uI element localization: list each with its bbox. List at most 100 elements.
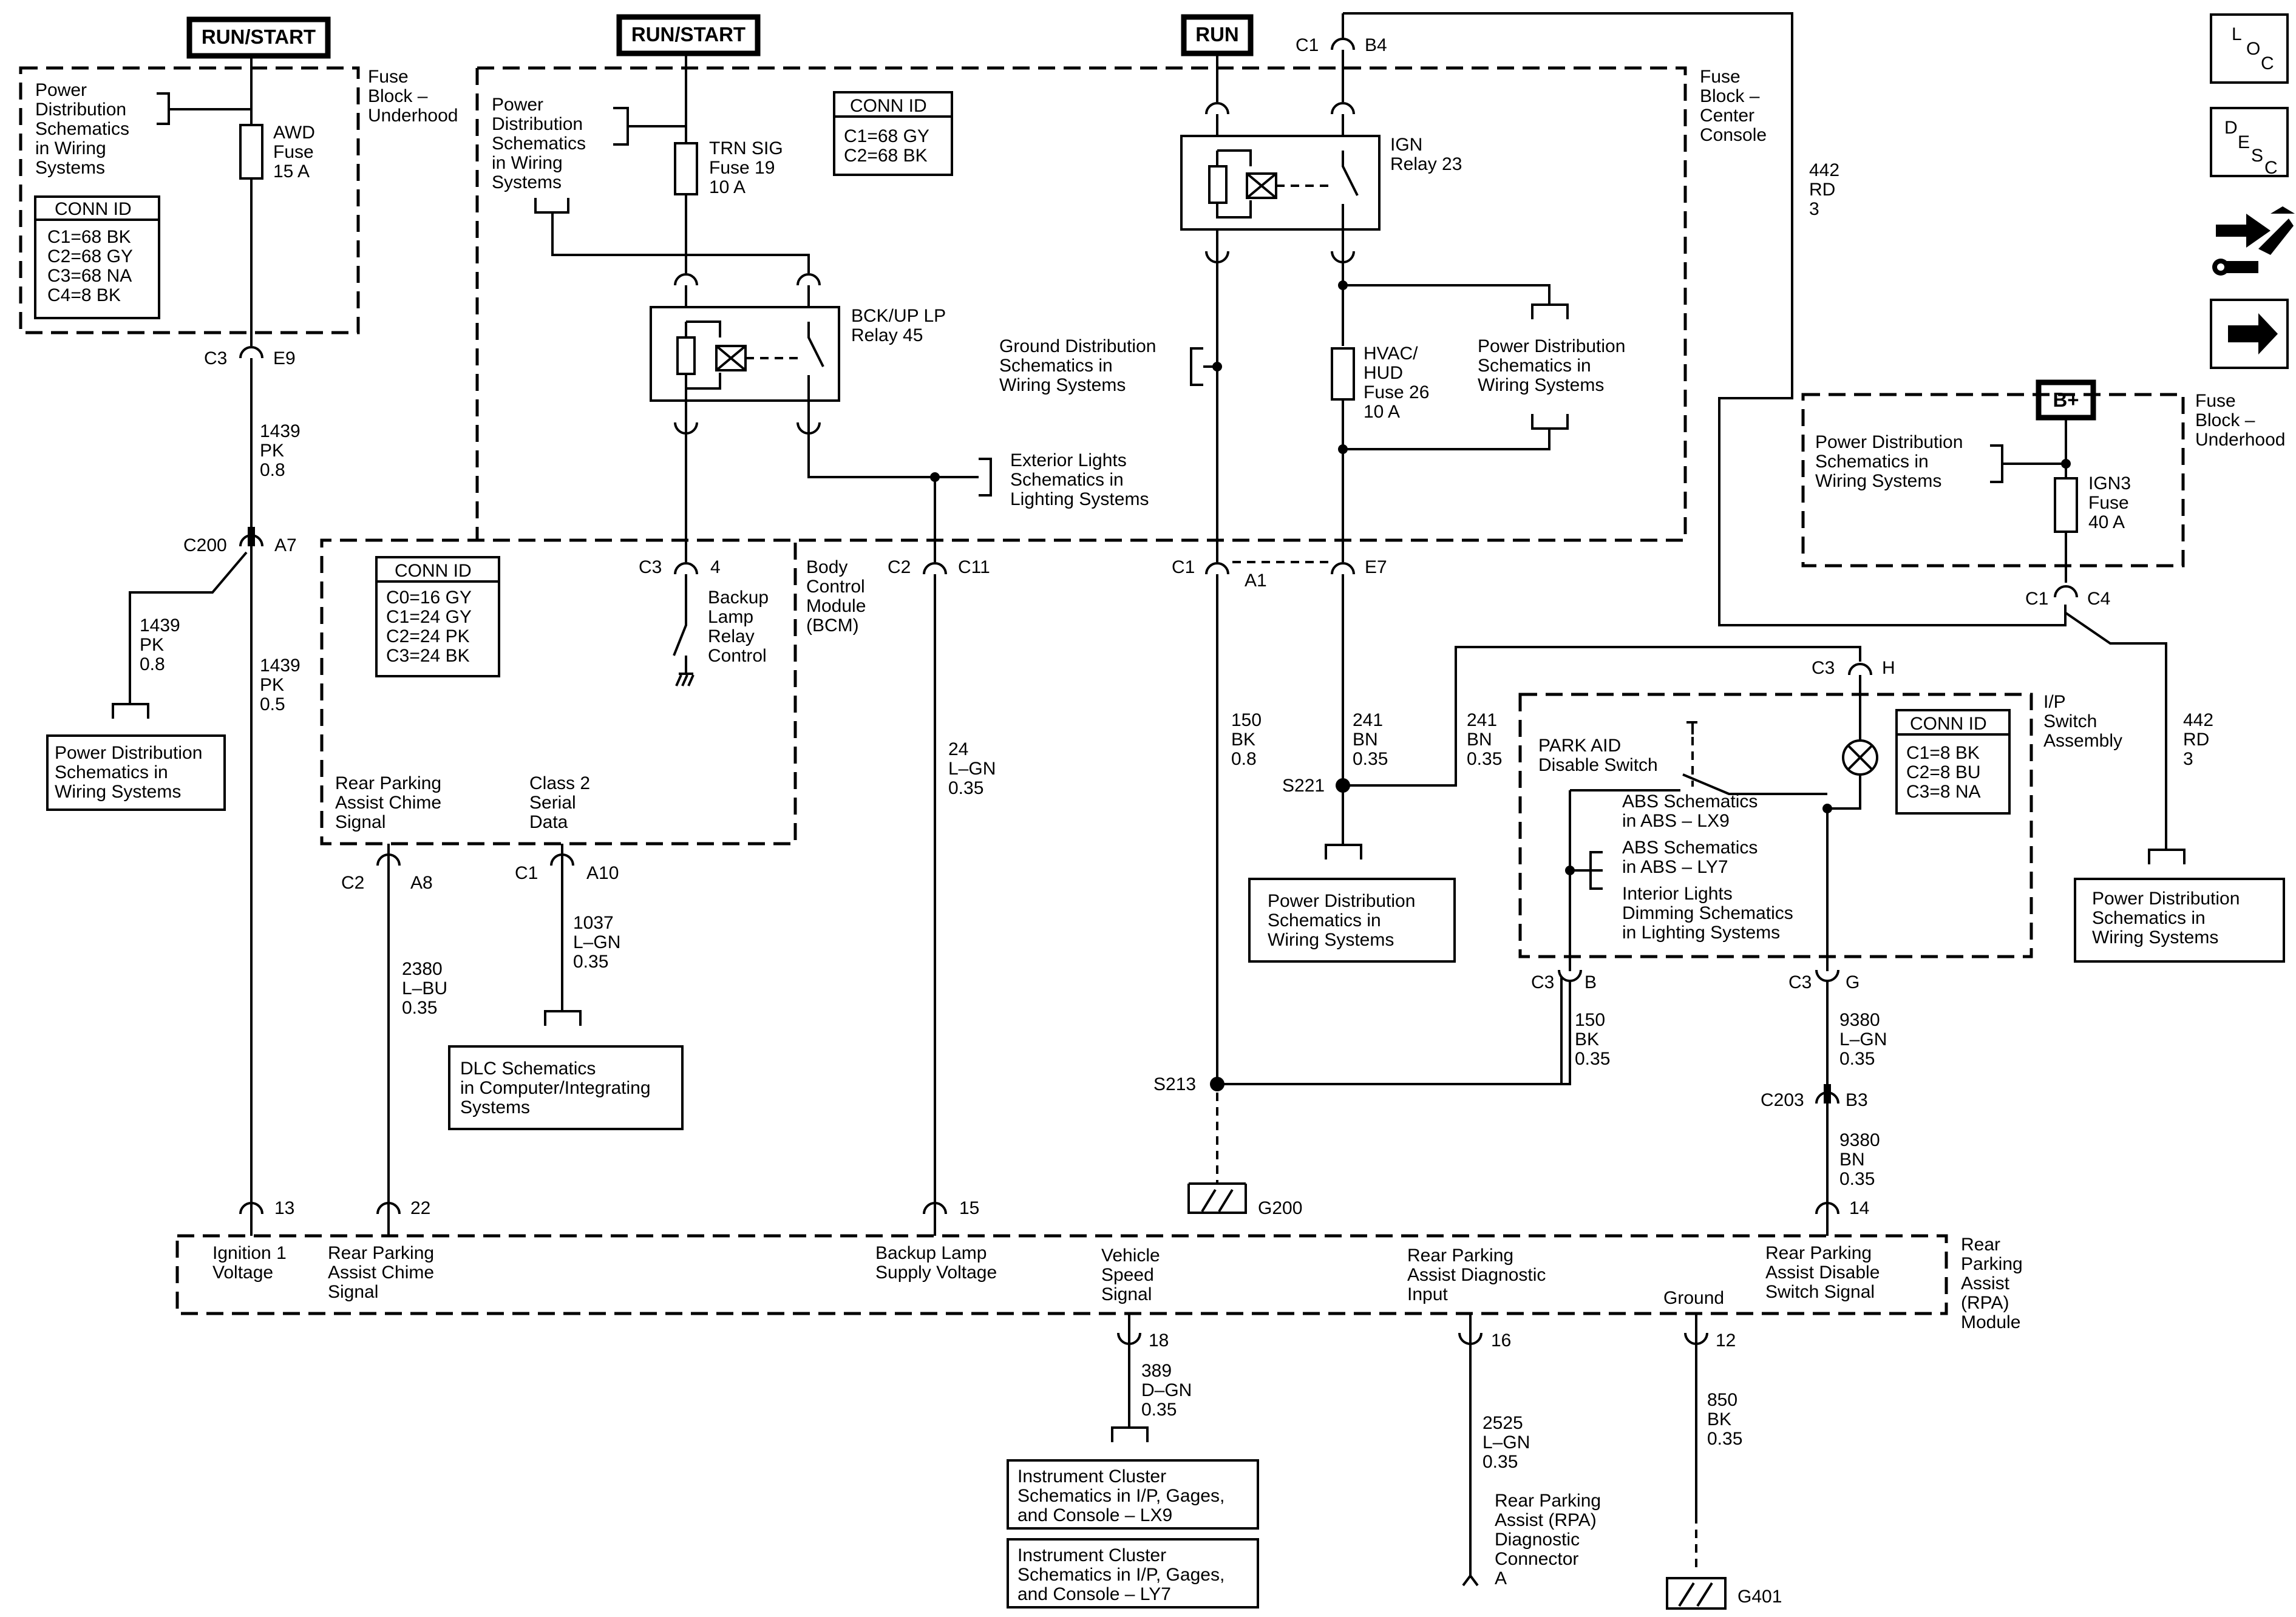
svg-text:24: 24 — [948, 739, 968, 759]
svg-text:A: A — [1495, 1568, 1507, 1588]
exterior-lights-ref[interactable]: Exterior Lights Schematics in Lighting S… — [935, 450, 1149, 509]
rpa-diagnostic-connector: Rear Parking Assist (RPA) Diagnostic Con… — [1495, 1491, 1601, 1588]
svg-text:389: 389 — [1141, 1361, 1172, 1381]
svg-text:DLC Schematics: DLC Schematics — [460, 1059, 596, 1079]
svg-text:S: S — [2251, 146, 2263, 166]
loc-button[interactable]: L O C — [2210, 13, 2289, 84]
wire-label-150-08: 150 BK 0.8 — [1231, 710, 1262, 769]
power-dist-ref-underhood-right[interactable]: Power Distribution Schematics in Wiring … — [1815, 432, 2066, 491]
svg-text:9380: 9380 — [1839, 1010, 1880, 1030]
power-dist-ref-center[interactable]: Power Distribution Schematics in Wiring … — [492, 95, 686, 214]
instrument-cluster-ly7-ref[interactable]: Instrument Cluster Schematics in I/P, Ga… — [1007, 1538, 1259, 1609]
svg-text:Systems: Systems — [35, 158, 105, 178]
svg-text:CONN ID: CONN ID — [55, 199, 132, 219]
svg-text:Rear Parking: Rear Parking — [1495, 1491, 1601, 1511]
svg-text:Distribution: Distribution — [35, 100, 126, 120]
interior-lights-ref[interactable]: Interior Lights Dimming Schematics in Li… — [1622, 884, 1793, 943]
desc-button[interactable]: D E S C — [2210, 107, 2289, 178]
svg-text:C4=8 BK: C4=8 BK — [47, 285, 121, 305]
svg-text:Schematics in I/P, Gages,: Schematics in I/P, Gages, — [1017, 1486, 1224, 1506]
power-dist-ref-bottom-left[interactable]: Power Distribution Schematics in Wiring … — [46, 703, 226, 811]
connector-e7: E7 — [1331, 557, 1387, 577]
svg-text:241: 241 — [1467, 710, 1497, 730]
svg-text:9380: 9380 — [1839, 1130, 1880, 1150]
svg-text:150: 150 — [1231, 710, 1262, 730]
svg-text:C2: C2 — [888, 557, 911, 577]
rpa-pin-18: 18 — [1117, 1314, 1169, 1351]
power-dist-ref-right[interactable]: Power Distribution Schematics in Wiring … — [2074, 849, 2285, 963]
svg-text:Data: Data — [529, 812, 568, 832]
dlc-schematics-ref[interactable]: DLC Schematics in Computer/Integrating S… — [448, 1010, 684, 1130]
wire-label-9380-b: 9380 BN 0.35 — [1839, 1130, 1880, 1189]
svg-text:C3: C3 — [1531, 972, 1554, 992]
svg-text:ABS Schematics: ABS Schematics — [1622, 838, 1758, 858]
svg-text:L: L — [2232, 24, 2242, 44]
rpa-diagnostic-input: Rear Parking Assist Diagnostic Input — [1407, 1246, 1546, 1304]
svg-text:15: 15 — [959, 1198, 979, 1218]
wire-label-442-b: 442 RD 3 — [2183, 710, 2213, 769]
abs-lx9-ref[interactable]: ABS Schematics in ABS – LX9 — [1622, 792, 1758, 831]
svg-text:C3: C3 — [1812, 658, 1835, 678]
svg-text:Wiring Systems: Wiring Systems — [1815, 471, 1941, 491]
rpa-pin-13: 13 — [239, 1198, 294, 1236]
svg-text:Class 2: Class 2 — [529, 773, 590, 793]
wire-label-1439-05: 1439 PK 0.5 — [260, 656, 301, 714]
svg-text:Relay: Relay — [708, 626, 755, 646]
svg-text:Control: Control — [806, 577, 865, 597]
bcm-chime-signal: Rear Parking Assist Chime Signal — [335, 773, 441, 832]
svg-text:Wiring Systems: Wiring Systems — [2092, 927, 2218, 947]
next-arrow-button[interactable] — [2210, 299, 2289, 369]
header-run-start-2: RUN/START — [616, 14, 761, 56]
svg-text:C1=68 BK: C1=68 BK — [47, 227, 131, 247]
svg-text:0.8: 0.8 — [140, 654, 165, 674]
power-dist-ref-center-2[interactable]: Power Distribution Schematics in Wiring … — [1478, 303, 1625, 430]
instrument-cluster-lx9-ref[interactable]: Instrument Cluster Schematics in I/P, Ga… — [1007, 1426, 1259, 1530]
svg-text:C3=68 NA: C3=68 NA — [47, 266, 132, 286]
svg-text:Wiring Systems: Wiring Systems — [55, 782, 181, 802]
conn-id-table-center: CONN ID C1=68 GY C2=68 BK — [833, 91, 953, 176]
power-dist-ref-left[interactable]: Power Distribution Schematics in Wiring … — [35, 80, 251, 178]
svg-text:241: 241 — [1353, 710, 1383, 730]
svg-text:0.35: 0.35 — [1141, 1400, 1177, 1420]
svg-text:Vehicle: Vehicle — [1101, 1246, 1160, 1266]
svg-text:Disable Switch: Disable Switch — [1538, 755, 1658, 775]
svg-text:C2: C2 — [341, 873, 364, 893]
ground-dist-ref[interactable]: Ground Distribution Schematics in Wiring… — [999, 336, 1217, 395]
svg-text:C: C — [2261, 53, 2274, 73]
svg-text:BCK/UP LP: BCK/UP LP — [851, 306, 946, 326]
svg-text:C1=24 GY: C1=24 GY — [386, 607, 472, 627]
svg-text:Fuse 26: Fuse 26 — [1364, 382, 1429, 402]
wiring-tool-icon[interactable] — [2212, 206, 2295, 276]
svg-text:Wiring Systems: Wiring Systems — [1478, 375, 1604, 395]
wire-label-442-a: 442 RD 3 — [1809, 160, 1839, 219]
svg-text:Systems: Systems — [492, 172, 562, 192]
svg-text:(BCM): (BCM) — [806, 615, 859, 636]
power-dist-ref-s221[interactable]: Power Distribution Schematics in Wiring … — [1248, 844, 1456, 963]
connector-c3-h: C3 H — [1812, 658, 1895, 678]
svg-text:Wiring Systems: Wiring Systems — [999, 375, 1126, 395]
svg-text:1037: 1037 — [573, 913, 614, 933]
svg-text:Instrument Cluster: Instrument Cluster — [1017, 1466, 1166, 1486]
wire-label-850: 850 BK 0.35 — [1707, 1390, 1742, 1449]
svg-text:Dimming Schematics: Dimming Schematics — [1622, 903, 1793, 923]
svg-text:Body: Body — [806, 557, 847, 577]
connector-c1-a1: C1 A1 — [1172, 557, 1330, 591]
backup-lamp-relay: BCK/UP LP Relay 45 — [650, 273, 946, 402]
svg-text:Rear Parking: Rear Parking — [1407, 1246, 1513, 1266]
wire-label-241-b: 241 BN 0.35 — [1467, 710, 1502, 769]
svg-text:B: B — [1584, 972, 1597, 992]
svg-text:0.35: 0.35 — [1467, 749, 1502, 769]
svg-text:Serial: Serial — [529, 793, 576, 813]
connector-c3-e9: C3 E9 — [204, 346, 296, 368]
svg-text:CONN ID: CONN ID — [850, 96, 927, 116]
svg-text:BK: BK — [1575, 1029, 1599, 1049]
svg-text:Power: Power — [492, 95, 543, 115]
svg-text:Control: Control — [708, 646, 767, 666]
svg-text:G200: G200 — [1258, 1198, 1302, 1218]
svg-text:22: 22 — [410, 1198, 430, 1218]
svg-text:Module: Module — [806, 596, 866, 616]
svg-text:Schematics in: Schematics in — [999, 356, 1113, 376]
svg-text:Module: Module — [1961, 1312, 2020, 1332]
abs-ly7-ref[interactable]: ABS Schematics in ABS – LY7 — [1570, 838, 1758, 890]
svg-text:Power Distribution: Power Distribution — [1815, 432, 1963, 452]
